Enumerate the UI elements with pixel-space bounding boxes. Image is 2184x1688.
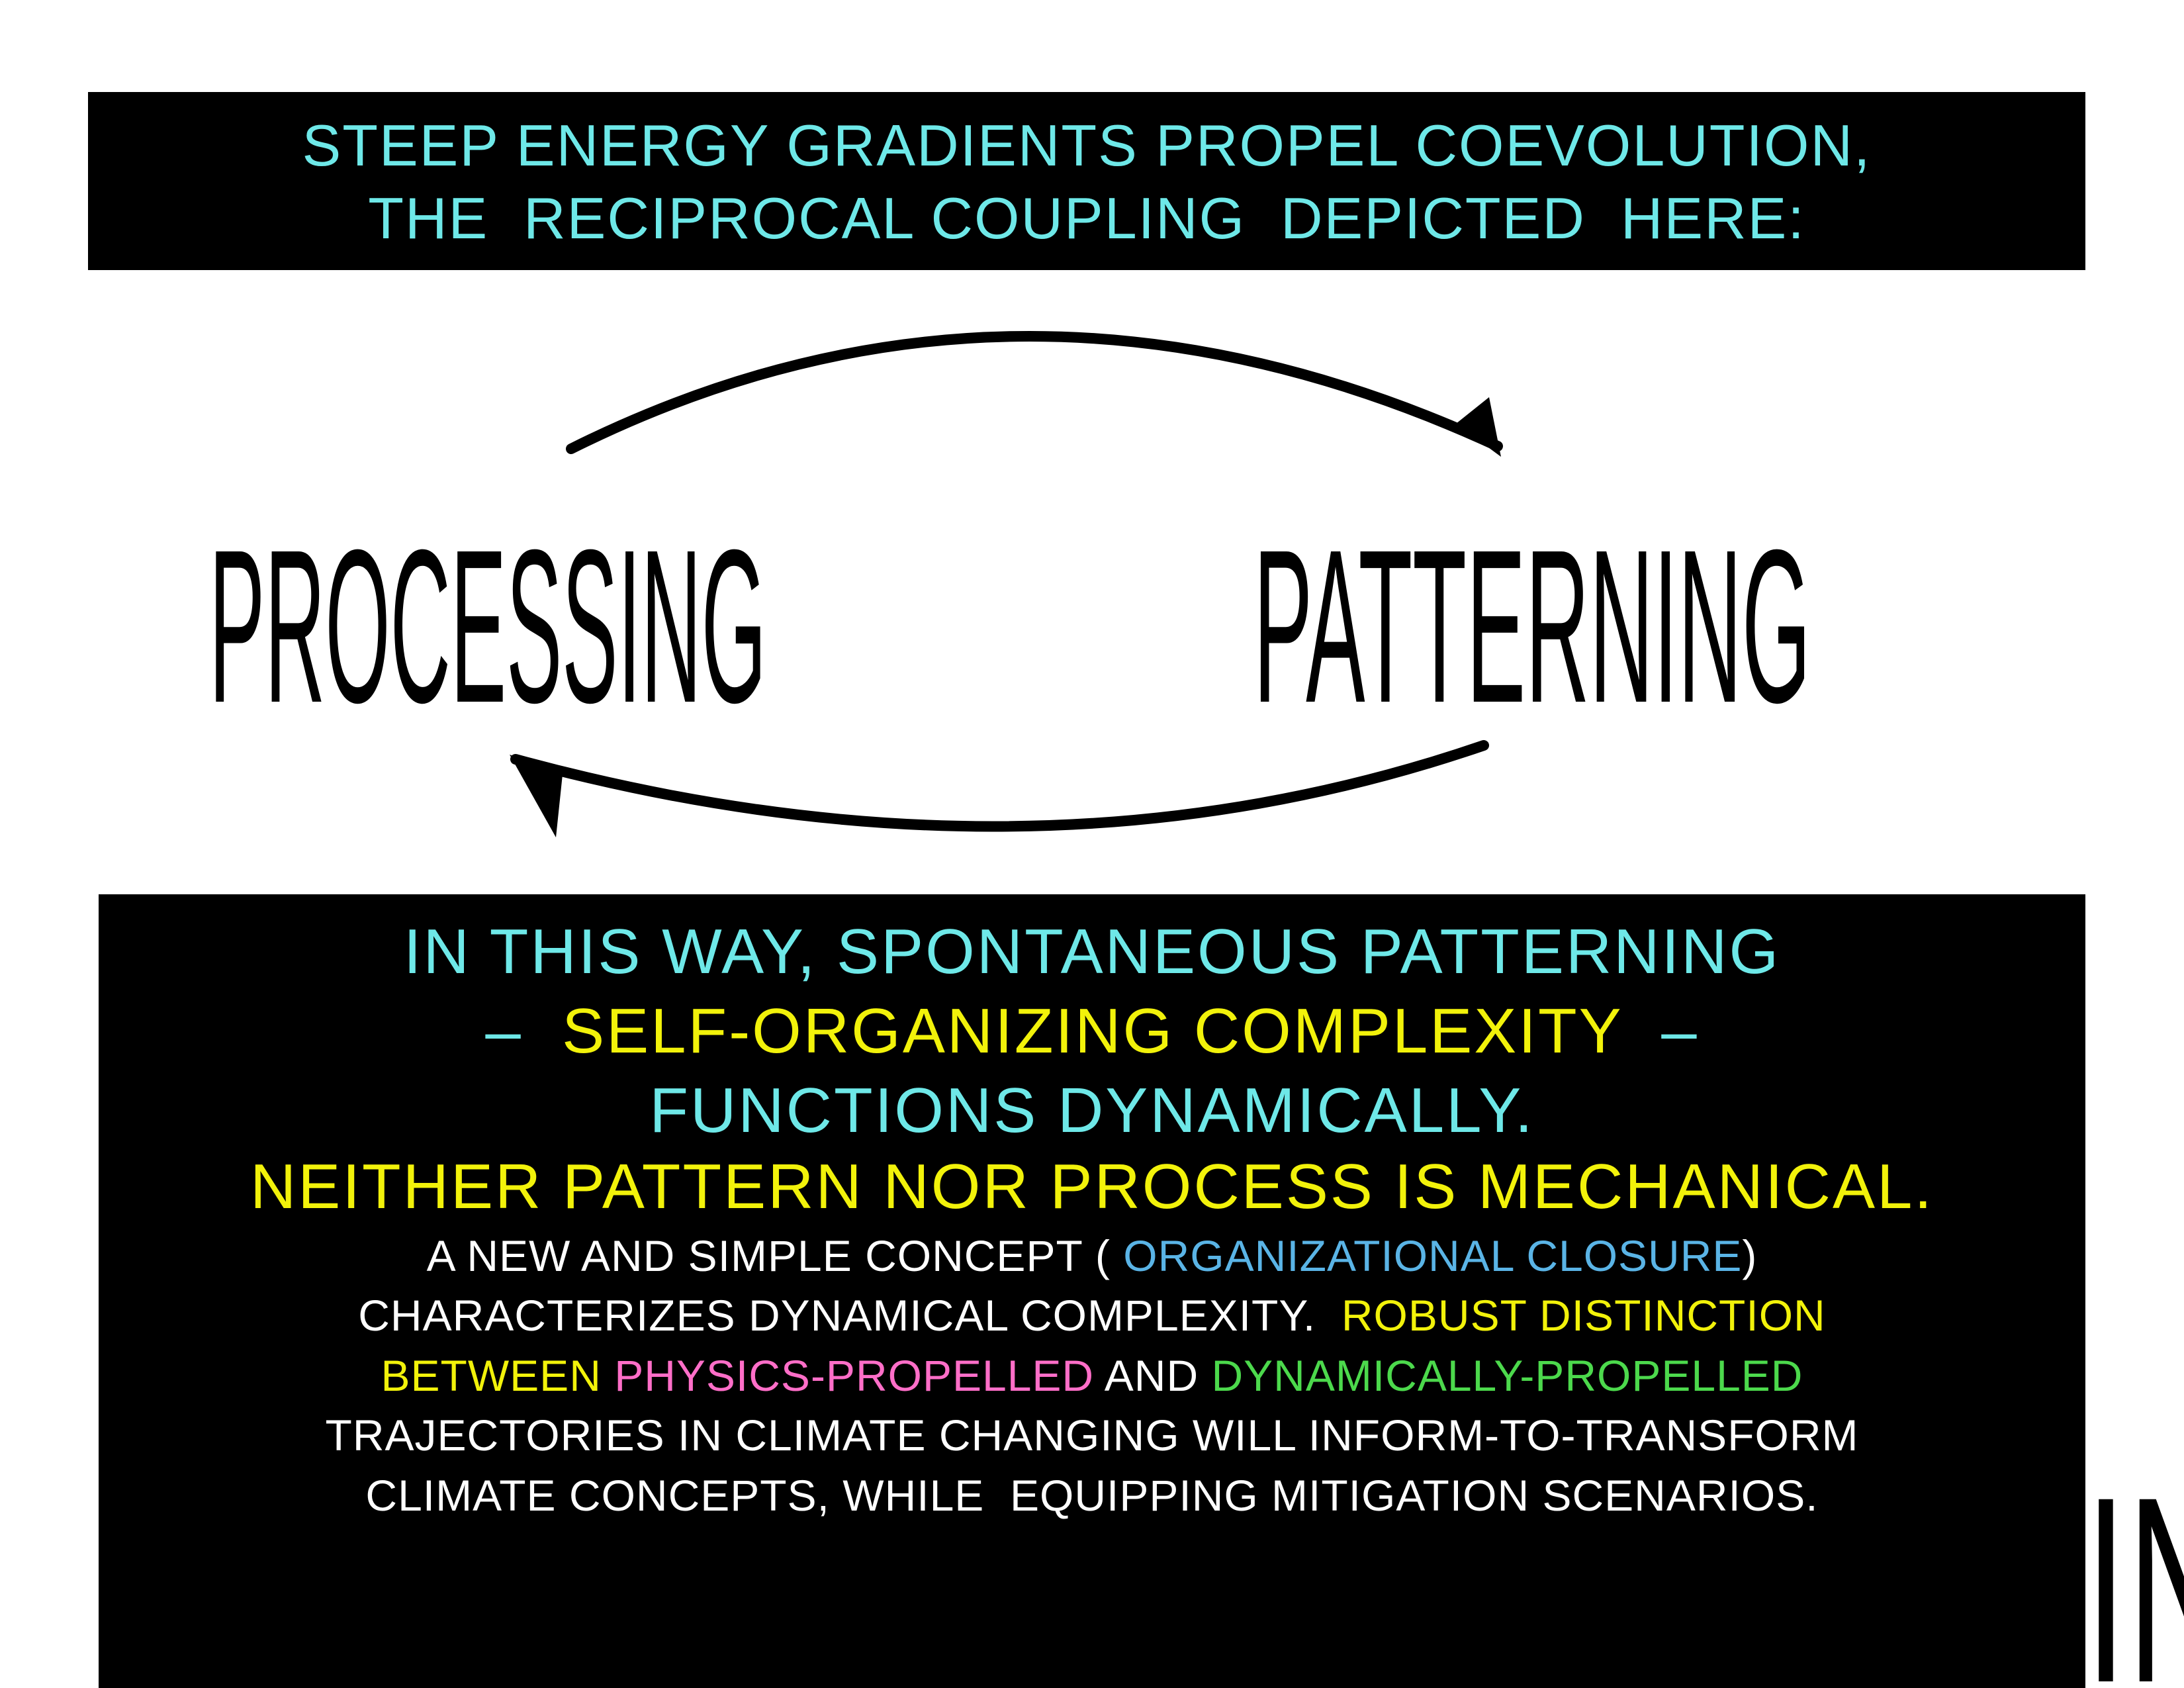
self-organizing-complexity: SELF-ORGANIZING COMPLEXITY xyxy=(562,996,1622,1066)
text: ) xyxy=(1742,1231,1758,1280)
body-line-7: BETWEEN PHYSICS-PROPELLED AND DYNAMICALL… xyxy=(99,1346,2085,1405)
robust-distinction: ROBUST DISTINCTION xyxy=(1341,1291,1826,1340)
physics-propelled: PHYSICS-PROPELLED xyxy=(614,1351,1095,1400)
body-line-8: TRAJECTORIES IN CLIMATE CHANGING WILL IN… xyxy=(325,1411,1859,1460)
text: AND xyxy=(1094,1351,1212,1400)
edge-word-fragment: IN xyxy=(2085,1442,2184,1688)
organizational-closure: ORGANIZATIONAL CLOSURE xyxy=(1123,1231,1743,1280)
title-line-1: STEEP ENERGY GRADIENTS PROPEL COEVOLUTIO… xyxy=(302,113,1872,178)
text: CHARACTERIZES DYNAMICAL COMPLEXITY. xyxy=(358,1291,1342,1340)
dash: – xyxy=(1621,996,1699,1066)
processing-word: PROCESSING xyxy=(209,504,766,748)
title-banner: STEEP ENERGY GRADIENTS PROPEL COEVOLUTIO… xyxy=(88,92,2085,270)
body-line-2: – SELF-ORGANIZING COMPLEXITY – xyxy=(99,992,2085,1071)
top-arrow xyxy=(566,331,1503,457)
patterning-word: PATTERNING xyxy=(1253,504,1811,748)
body-line-3: FUNCTIONS DYNAMICALLY. xyxy=(649,1075,1535,1146)
dynamically-propelled: DYNAMICALLY-PROPELLED xyxy=(1211,1351,1803,1400)
body-line-1: IN THIS WAY, SPONTANEOUS PATTERNING xyxy=(403,916,1781,987)
body-line-6: CHARACTERIZES DYNAMICAL COMPLEXITY. ROBU… xyxy=(99,1286,2085,1345)
body-line-9: CLIMATE CONCEPTS, WHILE EQUIPPING MITIGA… xyxy=(365,1471,1819,1520)
text: A NEW AND SIMPLE CONCEPT ( xyxy=(426,1231,1124,1280)
body-line-5: A NEW AND SIMPLE CONCEPT ( ORGANIZATIONA… xyxy=(99,1226,2085,1286)
explanation-panel: IN THIS WAY, SPONTANEOUS PATTERNING – SE… xyxy=(99,894,2085,1688)
bottom-arrow xyxy=(510,740,1489,837)
body-line-4: NEITHER PATTERN NOR PROCESS IS MECHANICA… xyxy=(250,1151,1934,1222)
dash: – xyxy=(485,996,563,1066)
text: BETWEEN xyxy=(381,1351,615,1400)
title-line-2: THE RECIPROCAL COUPLING DEPICTED HERE: xyxy=(368,185,1805,251)
